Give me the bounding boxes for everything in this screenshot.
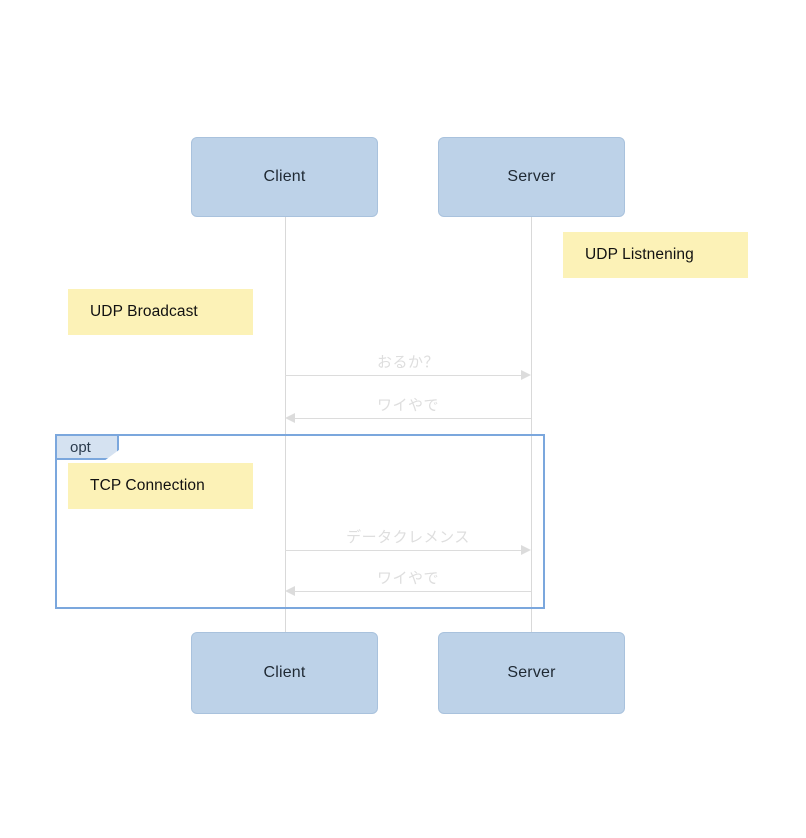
message-arrowhead-3 <box>521 545 531 555</box>
message-arrowhead-4 <box>285 586 295 596</box>
participant-label: Server <box>507 168 556 185</box>
note-text: UDP Broadcast <box>90 303 198 320</box>
participant-label: Server <box>507 664 556 681</box>
message-line-3 <box>285 550 525 551</box>
note-udp-broadcast[interactable]: UDP Broadcast <box>68 289 253 335</box>
message-label-1: おるか？ <box>376 354 439 371</box>
note-text: TCP Connection <box>90 477 205 494</box>
note-text: UDP Listnening <box>585 246 694 263</box>
message-line-4 <box>291 591 531 592</box>
lifeline-client <box>285 217 286 634</box>
message-line-2 <box>291 418 531 419</box>
message-label-2: ワイやで <box>376 397 439 414</box>
fragment-opt[interactable]: opt <box>55 434 545 609</box>
note-tcp-connection[interactable]: TCP Connection <box>68 463 253 509</box>
fragment-operator-label: opt <box>70 438 91 456</box>
participant-label: Client <box>263 168 306 185</box>
participant-client-top[interactable]: Client <box>191 137 378 217</box>
participant-label: Client <box>263 664 306 681</box>
note-udp-listnening[interactable]: UDP Listnening <box>563 232 748 278</box>
message-arrowhead-1 <box>521 370 531 380</box>
participant-server-top[interactable]: Server <box>438 137 625 217</box>
participant-server-bottom[interactable]: Server <box>438 632 625 714</box>
message-arrowhead-2 <box>285 413 295 423</box>
message-label-3: データクレメンス <box>346 529 470 546</box>
message-label-4: ワイやで <box>376 570 439 587</box>
fragment-opt-tab[interactable]: opt <box>57 436 119 460</box>
participant-client-bottom[interactable]: Client <box>191 632 378 714</box>
lifeline-server <box>531 217 532 634</box>
message-line-1 <box>285 375 525 376</box>
